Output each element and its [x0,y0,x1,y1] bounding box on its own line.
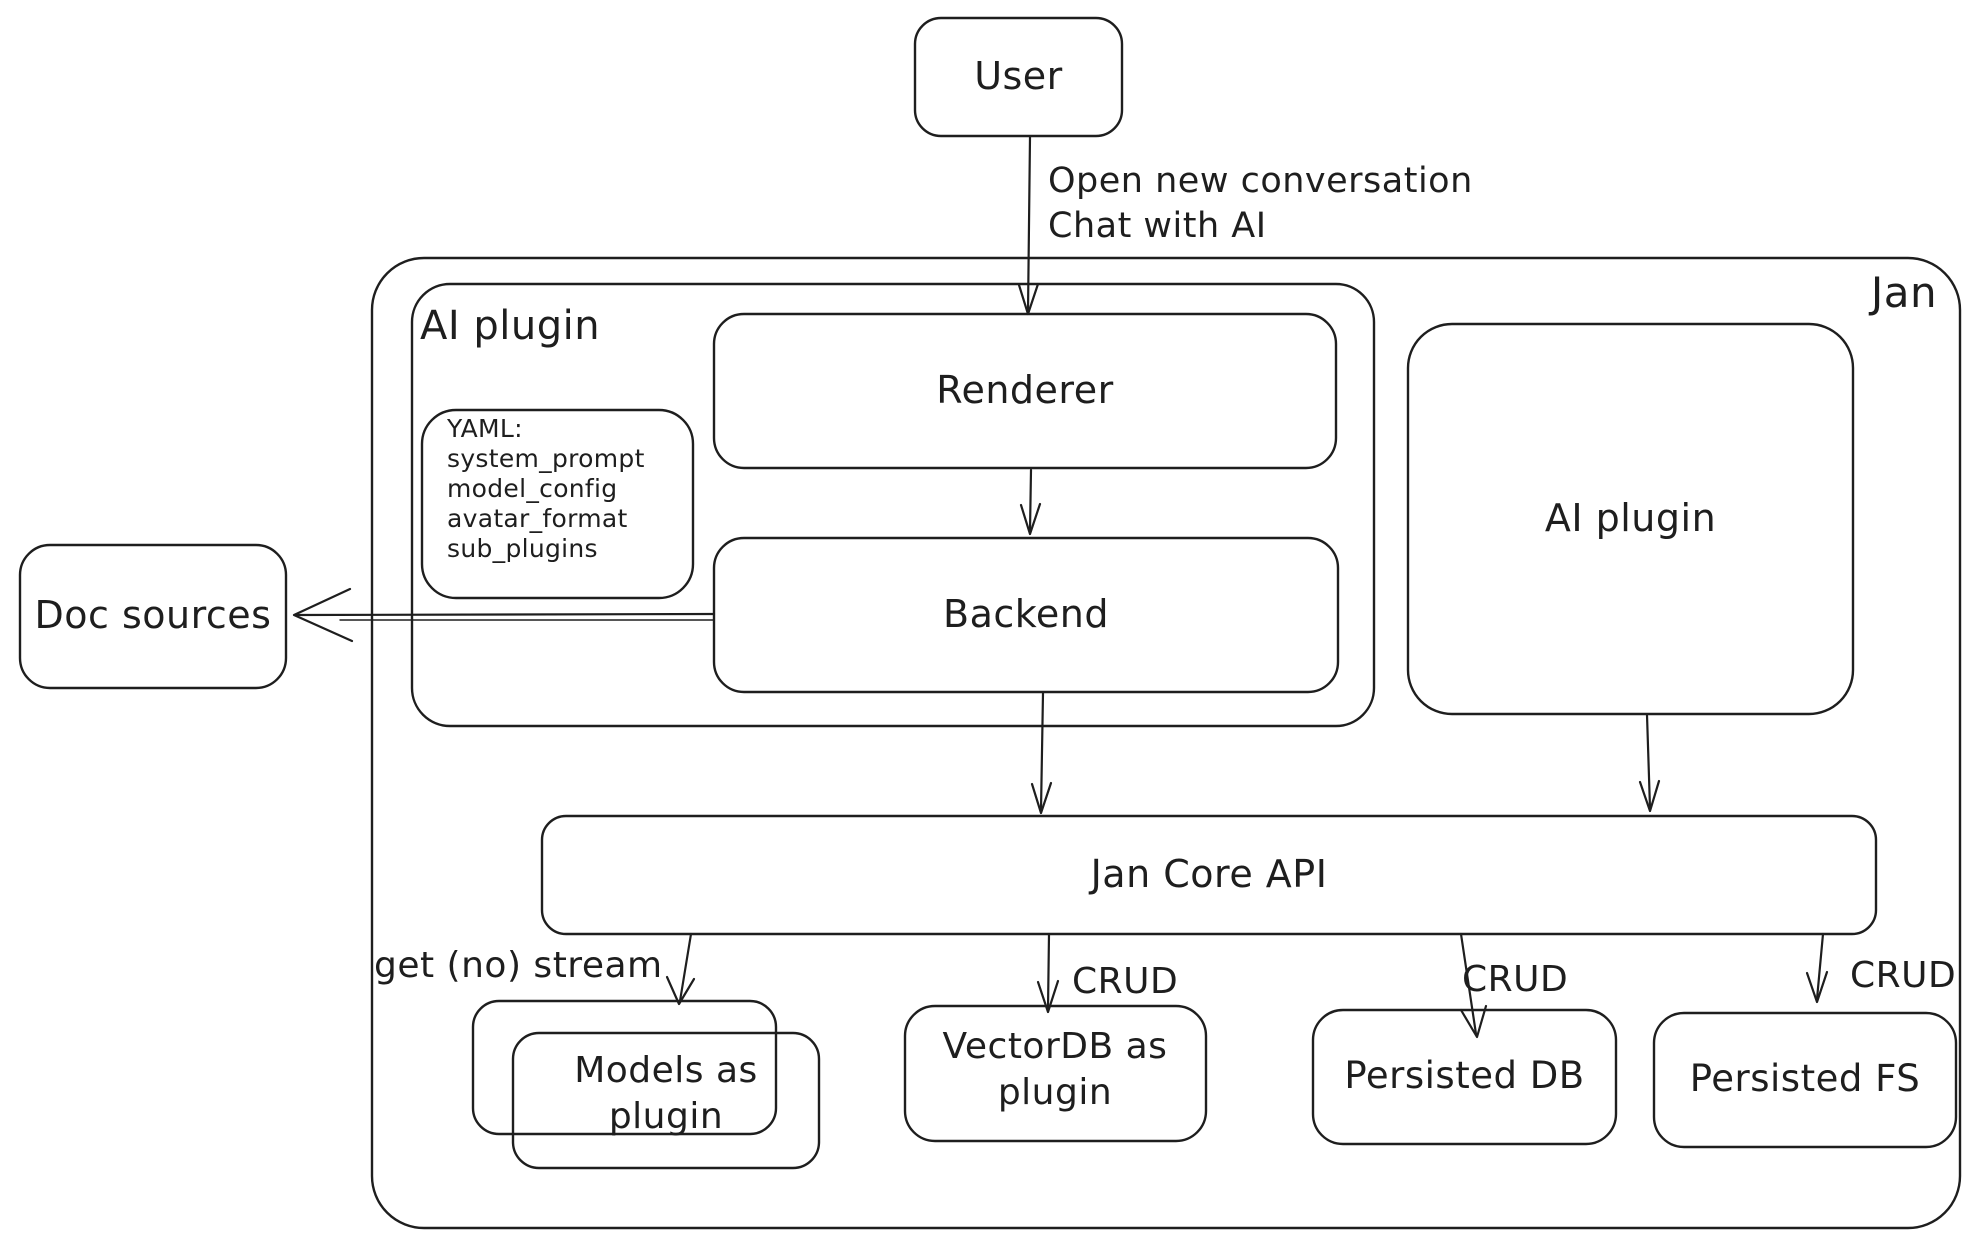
user-label: User [974,54,1063,98]
jan-label: Jan [1870,268,1938,317]
edge-label-crud-persisted-db: CRUD [1462,959,1569,1000]
yaml-note-line: avatar_format [447,504,628,533]
edge-label-chat-with-ai: Chat with AI [1048,206,1267,246]
arrow-ai-plugin-to-jan-core [1638,713,1661,813]
doc-sources-label: Doc sources [34,593,272,637]
arrow-backend-to-doc-sources [292,587,716,643]
backend-label: Backend [943,592,1109,636]
ai-plugin-right-label: AI plugin [1544,496,1717,540]
arrow-jan-core-to-models [665,932,696,1006]
yaml-note-box [420,408,695,600]
arrow-user-to-renderer [1017,135,1040,316]
edge-label-crud-persisted-fs: CRUD [1850,955,1957,996]
arrow-jan-core-to-vectordb [1036,932,1060,1014]
arrow-jan-core-to-persisted-fs [1805,932,1829,1004]
arrow-backend-to-jan-core [1030,691,1053,815]
arrow-jan-core-to-persisted-db [1459,932,1488,1039]
persisted-db-box [1311,1008,1618,1146]
models-as-plugin-box-front [511,1031,821,1170]
yaml-note: YAML: system_prompt model_config avatar_… [447,414,677,564]
yaml-note-title: YAML: [447,414,523,443]
renderer-box [712,312,1338,470]
ai-plugin-group-label: AI plugin [420,303,601,349]
edge-label-open-conversation: Open new conversation [1048,161,1473,201]
edge-label-crud-vectordb: CRUD [1072,961,1179,1002]
persisted-fs-box [1652,1011,1958,1149]
vectordb-box [903,1004,1208,1143]
yaml-note-line: sub_plugins [447,534,598,563]
doc-sources-box [18,543,288,690]
jan-container-box [370,256,1962,1230]
yaml-note-line: model_config [447,474,618,503]
persisted-db-label: Persisted DB [1344,1054,1585,1097]
renderer-label: Renderer [936,368,1114,412]
jan-core-api-box [540,814,1878,936]
edge-label-get-no-stream: get (no) stream [374,945,663,986]
models-as-plugin-box-back [471,999,778,1136]
yaml-note-line: system_prompt [447,444,645,473]
vectordb-label: VectorDB as plugin [942,1026,1168,1113]
user-box [913,16,1124,138]
arrow-renderer-to-backend [1019,468,1042,536]
ai-plugin-group-box [410,282,1376,728]
ai-plugin-right-box [1406,322,1855,716]
models-as-plugin-label: Models as plugin [574,1050,758,1137]
jan-core-api-label: Jan Core API [1090,852,1328,896]
persisted-fs-label: Persisted FS [1689,1057,1921,1100]
